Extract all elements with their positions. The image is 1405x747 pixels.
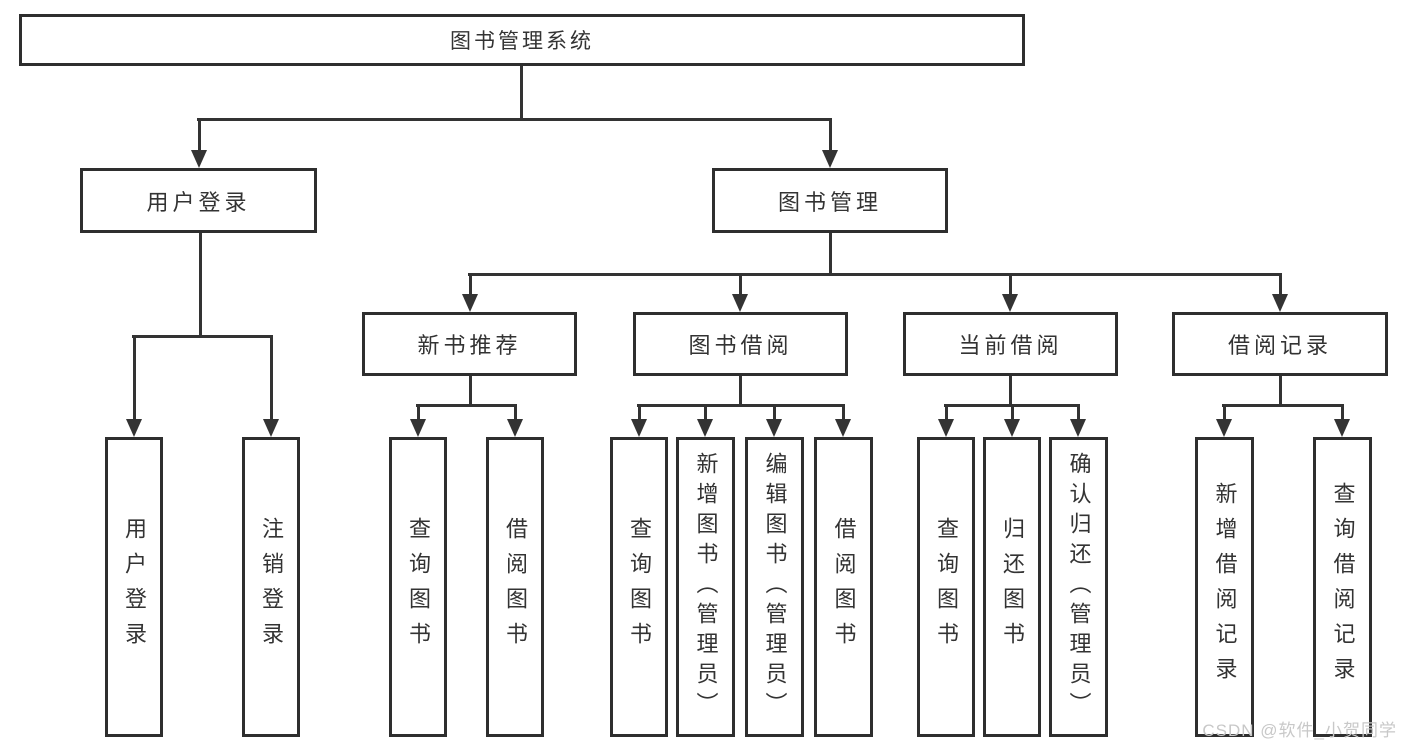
leaf-user-login: 用户登录 <box>105 437 163 737</box>
connector-drop <box>739 273 742 296</box>
arrow-down-icon <box>938 419 954 437</box>
node-library-management-system: 图书管理系统 <box>19 14 1025 66</box>
arrow-down-icon <box>766 419 782 437</box>
arrow-down-icon <box>835 419 851 437</box>
connector-drop <box>417 404 420 421</box>
node-book-borrowing: 图书借阅 <box>633 312 848 376</box>
leaf-label: 查询图书 <box>406 517 431 657</box>
connector-group-stem <box>1009 376 1012 407</box>
leaf-label: 编辑图书（管理员） <box>762 452 788 722</box>
connector-drop <box>198 118 201 152</box>
connector-book-mgmt-stem <box>829 233 832 275</box>
leaf-query-borrow-record: 查询借阅记录 <box>1313 437 1372 737</box>
leaf-add-borrow-record: 新增借阅记录 <box>1195 437 1254 737</box>
leaf-label: 查询借阅记录 <box>1330 482 1356 692</box>
connector-drop <box>133 335 136 421</box>
node-label: 用户登录 <box>146 189 251 215</box>
arrow-down-icon <box>1002 294 1018 312</box>
node-new-book-recommend: 新书推荐 <box>362 312 577 376</box>
connector-group-rail <box>1222 404 1344 407</box>
connector-drop <box>638 404 641 421</box>
leaf-borrow-books: 借阅图书 <box>814 437 873 737</box>
arrow-down-icon <box>631 419 647 437</box>
connector-group-stem <box>739 376 742 407</box>
arrow-down-icon <box>1272 294 1288 312</box>
connector-drop <box>1279 273 1282 296</box>
leaf-query-books: 查询图书 <box>917 437 975 737</box>
node-label: 图书借阅 <box>688 333 793 358</box>
connector-drop <box>270 335 273 421</box>
node-current-borrowing: 当前借阅 <box>903 312 1118 376</box>
connector-root-stem <box>520 66 523 121</box>
arrow-down-icon <box>1334 419 1350 437</box>
leaf-label: 查询图书 <box>934 517 959 657</box>
leaf-label: 新增借阅记录 <box>1212 482 1238 692</box>
connector-group-stem <box>469 376 472 407</box>
connector-drop <box>773 404 776 421</box>
leaf-confirm-return-admin: 确认归还（管理员） <box>1049 437 1108 737</box>
connector-drop <box>704 404 707 421</box>
leaf-label: 借阅图书 <box>831 517 857 657</box>
leaf-label: 新增图书（管理员） <box>693 452 719 722</box>
leaf-label: 注销登录 <box>259 517 284 657</box>
connector-group-rail <box>637 404 845 407</box>
watermark: CSDN @软件_小贺同学 <box>1202 721 1397 740</box>
leaf-label: 用户登录 <box>122 517 147 657</box>
arrow-down-icon <box>191 150 207 168</box>
leaf-borrow-books: 借阅图书 <box>486 437 544 737</box>
leaf-query-books: 查询图书 <box>610 437 668 737</box>
connector-drop <box>469 273 472 296</box>
leaf-label: 借阅图书 <box>503 517 528 657</box>
connector-drop <box>1077 404 1080 421</box>
connector-drop <box>1341 404 1344 421</box>
arrow-down-icon <box>507 419 523 437</box>
connector-drop <box>842 404 845 421</box>
node-label: 图书管理系统 <box>450 30 594 53</box>
arrow-down-icon <box>1070 419 1086 437</box>
arrow-down-icon <box>410 419 426 437</box>
node-label: 新书推荐 <box>417 333 522 358</box>
connector-drop <box>1009 273 1012 296</box>
arrow-down-icon <box>697 419 713 437</box>
leaf-edit-books-admin: 编辑图书（管理员） <box>745 437 804 737</box>
connector-user-login-stem <box>199 233 202 337</box>
leaf-label: 查询图书 <box>627 517 652 657</box>
connector-drop <box>1223 404 1226 421</box>
node-label: 图书管理 <box>777 189 882 215</box>
leaf-return-books: 归还图书 <box>983 437 1041 737</box>
arrow-down-icon <box>732 294 748 312</box>
connector-group-rail <box>416 404 517 407</box>
arrow-down-icon <box>462 294 478 312</box>
connector-level3-rail <box>468 273 1282 276</box>
arrow-down-icon <box>1004 419 1020 437</box>
leaf-label: 确认归还（管理员） <box>1066 452 1092 722</box>
leaf-query-books: 查询图书 <box>389 437 447 737</box>
leaf-label: 归还图书 <box>1000 517 1025 657</box>
arrow-down-icon <box>822 150 838 168</box>
node-book-management: 图书管理 <box>712 168 948 233</box>
connector-user-login-rail <box>132 335 272 338</box>
arrow-down-icon <box>126 419 142 437</box>
connector-drop <box>945 404 948 421</box>
connector-group-stem <box>1279 376 1282 407</box>
node-user-login: 用户登录 <box>80 168 317 233</box>
leaf-logout: 注销登录 <box>242 437 300 737</box>
connector-drop <box>829 118 832 152</box>
connector-drop <box>1011 404 1014 421</box>
node-label: 借阅记录 <box>1227 333 1332 358</box>
arrow-down-icon <box>1216 419 1232 437</box>
node-borrowing-records: 借阅记录 <box>1172 312 1388 376</box>
connector-level1-rail <box>197 118 832 121</box>
leaf-add-books-admin: 新增图书（管理员） <box>676 437 735 737</box>
arrow-down-icon <box>263 419 279 437</box>
connector-drop <box>514 404 517 421</box>
node-label: 当前借阅 <box>958 333 1063 358</box>
